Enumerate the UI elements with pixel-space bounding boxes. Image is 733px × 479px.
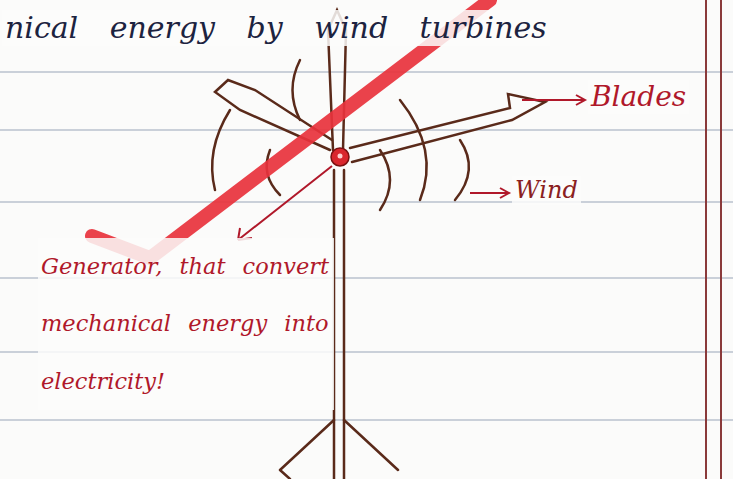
part-label: Blades [588, 80, 689, 114]
heading-text: nical energy by wind turbines [2, 10, 550, 46]
leader-lines [238, 95, 585, 240]
note-text: Generator, that convert mechanical energ… [38, 238, 334, 410]
part-label: Wind [512, 176, 581, 205]
ruled-lines [0, 72, 733, 420]
